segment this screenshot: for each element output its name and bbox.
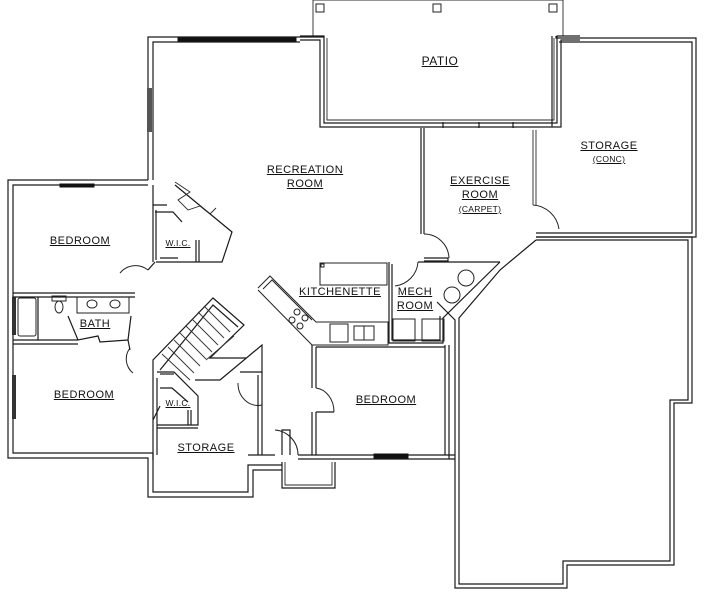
room-label-bath: BATH bbox=[79, 318, 111, 330]
sink-icon bbox=[109, 299, 121, 309]
mech-unit-icon bbox=[392, 318, 416, 342]
patio-post-icon bbox=[548, 3, 558, 13]
room-label-mech-room: MECH bbox=[397, 286, 433, 298]
room-label-storage-conc: STORAGE bbox=[580, 140, 638, 152]
room-label-bedroom-3: BEDROOM bbox=[355, 394, 417, 406]
exterior-walls bbox=[7, 36, 697, 589]
room-label-bedroom-2: BEDROOM bbox=[53, 389, 115, 401]
room-label-exercise-room: EXERCISE bbox=[450, 175, 510, 187]
mech-room-walls bbox=[388, 261, 501, 344]
bathtub-icon bbox=[17, 297, 37, 337]
stairs bbox=[152, 297, 263, 455]
water-heater-icon bbox=[457, 269, 475, 287]
sink-icon bbox=[86, 299, 98, 309]
room-label-kitchenette: KITCHENETTE bbox=[299, 286, 381, 298]
room-label-recreation-room: RECREATION bbox=[266, 164, 344, 176]
vanity-icon bbox=[76, 296, 130, 314]
bedroom-3-walls bbox=[311, 345, 450, 459]
room-label-storage: STORAGE bbox=[177, 442, 235, 454]
kitchenette-fixtures bbox=[257, 262, 389, 346]
exercise-room-walls bbox=[418, 128, 500, 263]
wic-2-walls bbox=[152, 371, 199, 460]
mech-unit-icon bbox=[421, 318, 445, 342]
furnace-icon bbox=[443, 286, 461, 304]
room-label-wic-1: W.I.C. bbox=[165, 238, 191, 248]
room-label-mech-room-2: ROOM bbox=[396, 300, 434, 312]
room-label-bedroom-1: BEDROOM bbox=[49, 235, 111, 247]
room-label-recreation-room-2: ROOM bbox=[286, 178, 324, 190]
room-label-wic-2: W.I.C. bbox=[165, 398, 191, 408]
toilet-icon bbox=[54, 300, 64, 314]
room-label-patio: PATIO bbox=[421, 54, 459, 68]
bedroom-1-walls bbox=[13, 181, 233, 374]
room-label-exercise-room-2: ROOM bbox=[461, 189, 499, 201]
room-sublabel-exercise-room: (CARPET) bbox=[458, 204, 502, 214]
counter-island bbox=[319, 262, 388, 286]
room-sublabel-storage-conc: (CONC) bbox=[592, 154, 626, 164]
patio-post-icon bbox=[432, 3, 442, 13]
patio-structure bbox=[300, 0, 580, 128]
patio-post-icon bbox=[315, 3, 325, 13]
